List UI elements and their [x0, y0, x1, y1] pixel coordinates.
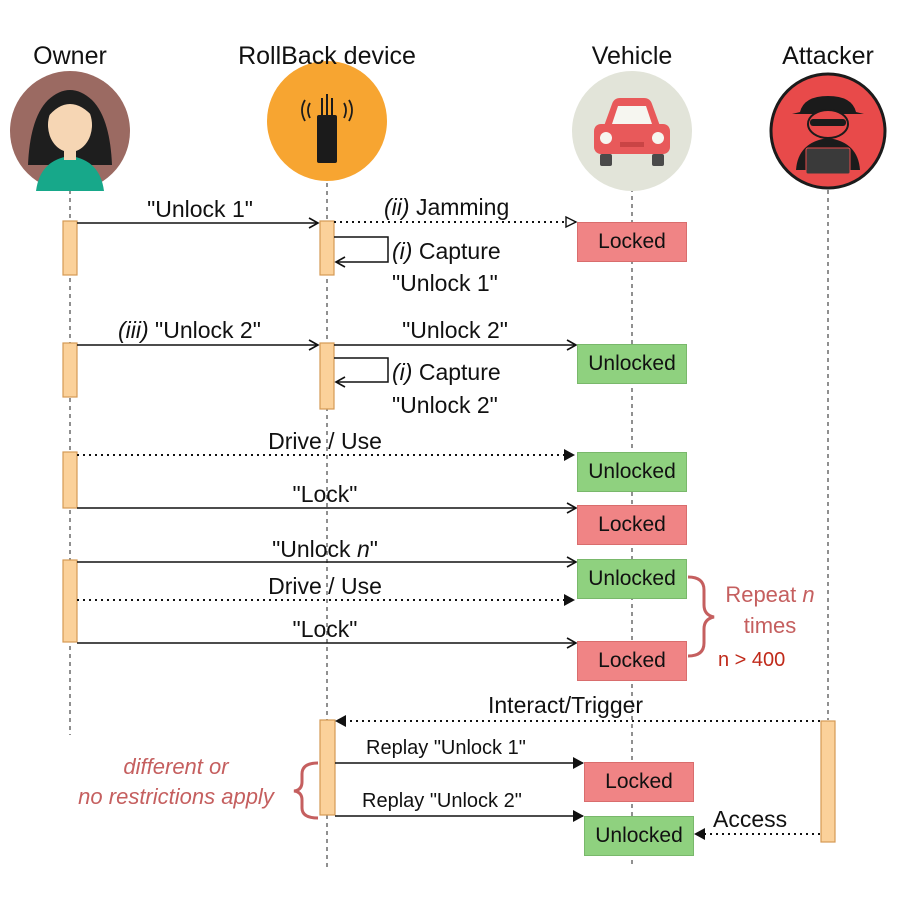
- repeat-note: Repeat n times: [712, 579, 828, 641]
- owner-activation-4: [62, 559, 78, 643]
- state-box-3: Unlocked: [577, 452, 687, 492]
- arrow-capture2: [334, 357, 389, 388]
- arrow-capture1: [334, 236, 389, 268]
- rollback-device-icon: [267, 61, 387, 181]
- msg-unlock2-forward: "Unlock 2": [402, 317, 508, 343]
- repeat-times: times: [743, 613, 797, 638]
- msg-unlock-n-prefix: "Unlock: [272, 536, 351, 562]
- owner-activation-2: [62, 342, 78, 398]
- msg-drive-use-1: Drive / Use: [268, 428, 382, 454]
- msg-lock-2: "Lock": [292, 616, 358, 642]
- msg-replay2: Replay "Unlock 2": [362, 790, 522, 812]
- restrictions-note: different or no restrictions apply: [58, 752, 294, 812]
- msg-unlock-n-var: n: [356, 536, 370, 562]
- repeat-var: n: [802, 582, 815, 607]
- state-box-5: Unlocked: [577, 559, 687, 599]
- state-box-6: Locked: [577, 641, 687, 681]
- message-arrows: [77, 215, 820, 840]
- msg-capture1: (i) Capture: [392, 238, 501, 265]
- msg-capture1-line1: Capture: [418, 238, 501, 264]
- restrictions-brace: [293, 761, 319, 820]
- actor-vehicle-label: Vehicle: [591, 42, 673, 70]
- msg-capture2-prefix: (i): [392, 359, 413, 385]
- msg-jamming-prefix: (ii): [384, 194, 410, 220]
- repeat-brace: [687, 575, 715, 658]
- restrictions-line2: no restrictions apply: [78, 784, 274, 809]
- msg-unlock2-owner: (iii) "Unlock 2": [118, 317, 261, 344]
- state-box-4: Locked: [577, 505, 687, 545]
- attacker-icon: [769, 72, 887, 190]
- msg-capture1-line2: "Unlock 1": [392, 270, 498, 296]
- msg-interact: Interact/Trigger: [488, 692, 644, 718]
- msg-unlock-n-suffix: ": [369, 536, 378, 562]
- msg-jamming-text: Jamming: [415, 194, 510, 220]
- msg-unlock-n: "Unlock n": [272, 536, 378, 563]
- msg-unlock2-owner-prefix: (iii): [118, 317, 149, 343]
- actor-rollback-label: RollBack device: [238, 42, 416, 70]
- owner-avatar-icon: [10, 71, 130, 191]
- rollback-activation-2: [319, 342, 335, 410]
- owner-activation-3: [62, 451, 78, 509]
- rollback-activation-1: [319, 220, 335, 276]
- msg-access: Access: [713, 806, 788, 832]
- msg-capture2: (i) Capture: [392, 359, 501, 386]
- state-box-1: Locked: [577, 222, 687, 262]
- owner-activation-1: [62, 220, 78, 276]
- state-box-2: Unlocked: [577, 344, 687, 384]
- msg-capture2-line1: Capture: [418, 359, 501, 385]
- msg-lock-1: "Lock": [292, 481, 358, 507]
- msg-unlock2-owner-text: "Unlock 2": [155, 317, 261, 343]
- attacker-activation-1: [820, 720, 836, 843]
- vehicle-icon: [572, 71, 692, 191]
- rollback-activation-3: [319, 719, 336, 816]
- msg-capture1-prefix: (i): [392, 238, 413, 264]
- actor-attacker-label: Attacker: [782, 42, 874, 70]
- restrictions-line1: different or: [123, 754, 229, 779]
- msg-replay1: Replay "Unlock 1": [366, 737, 526, 759]
- msg-unlock1: "Unlock 1": [147, 196, 253, 222]
- state-box-8: Unlocked: [584, 816, 694, 856]
- repeat-word: Repeat: [725, 582, 797, 607]
- repeat-condition: n > 400: [718, 649, 786, 671]
- msg-jamming: (ii) Jamming: [384, 194, 509, 221]
- msg-capture2-line2: "Unlock 2": [392, 392, 498, 418]
- msg-drive-use-2: Drive / Use: [268, 573, 382, 599]
- activation-bars: [62, 220, 836, 843]
- actor-owner-label: Owner: [33, 42, 107, 70]
- state-box-7: Locked: [584, 762, 694, 802]
